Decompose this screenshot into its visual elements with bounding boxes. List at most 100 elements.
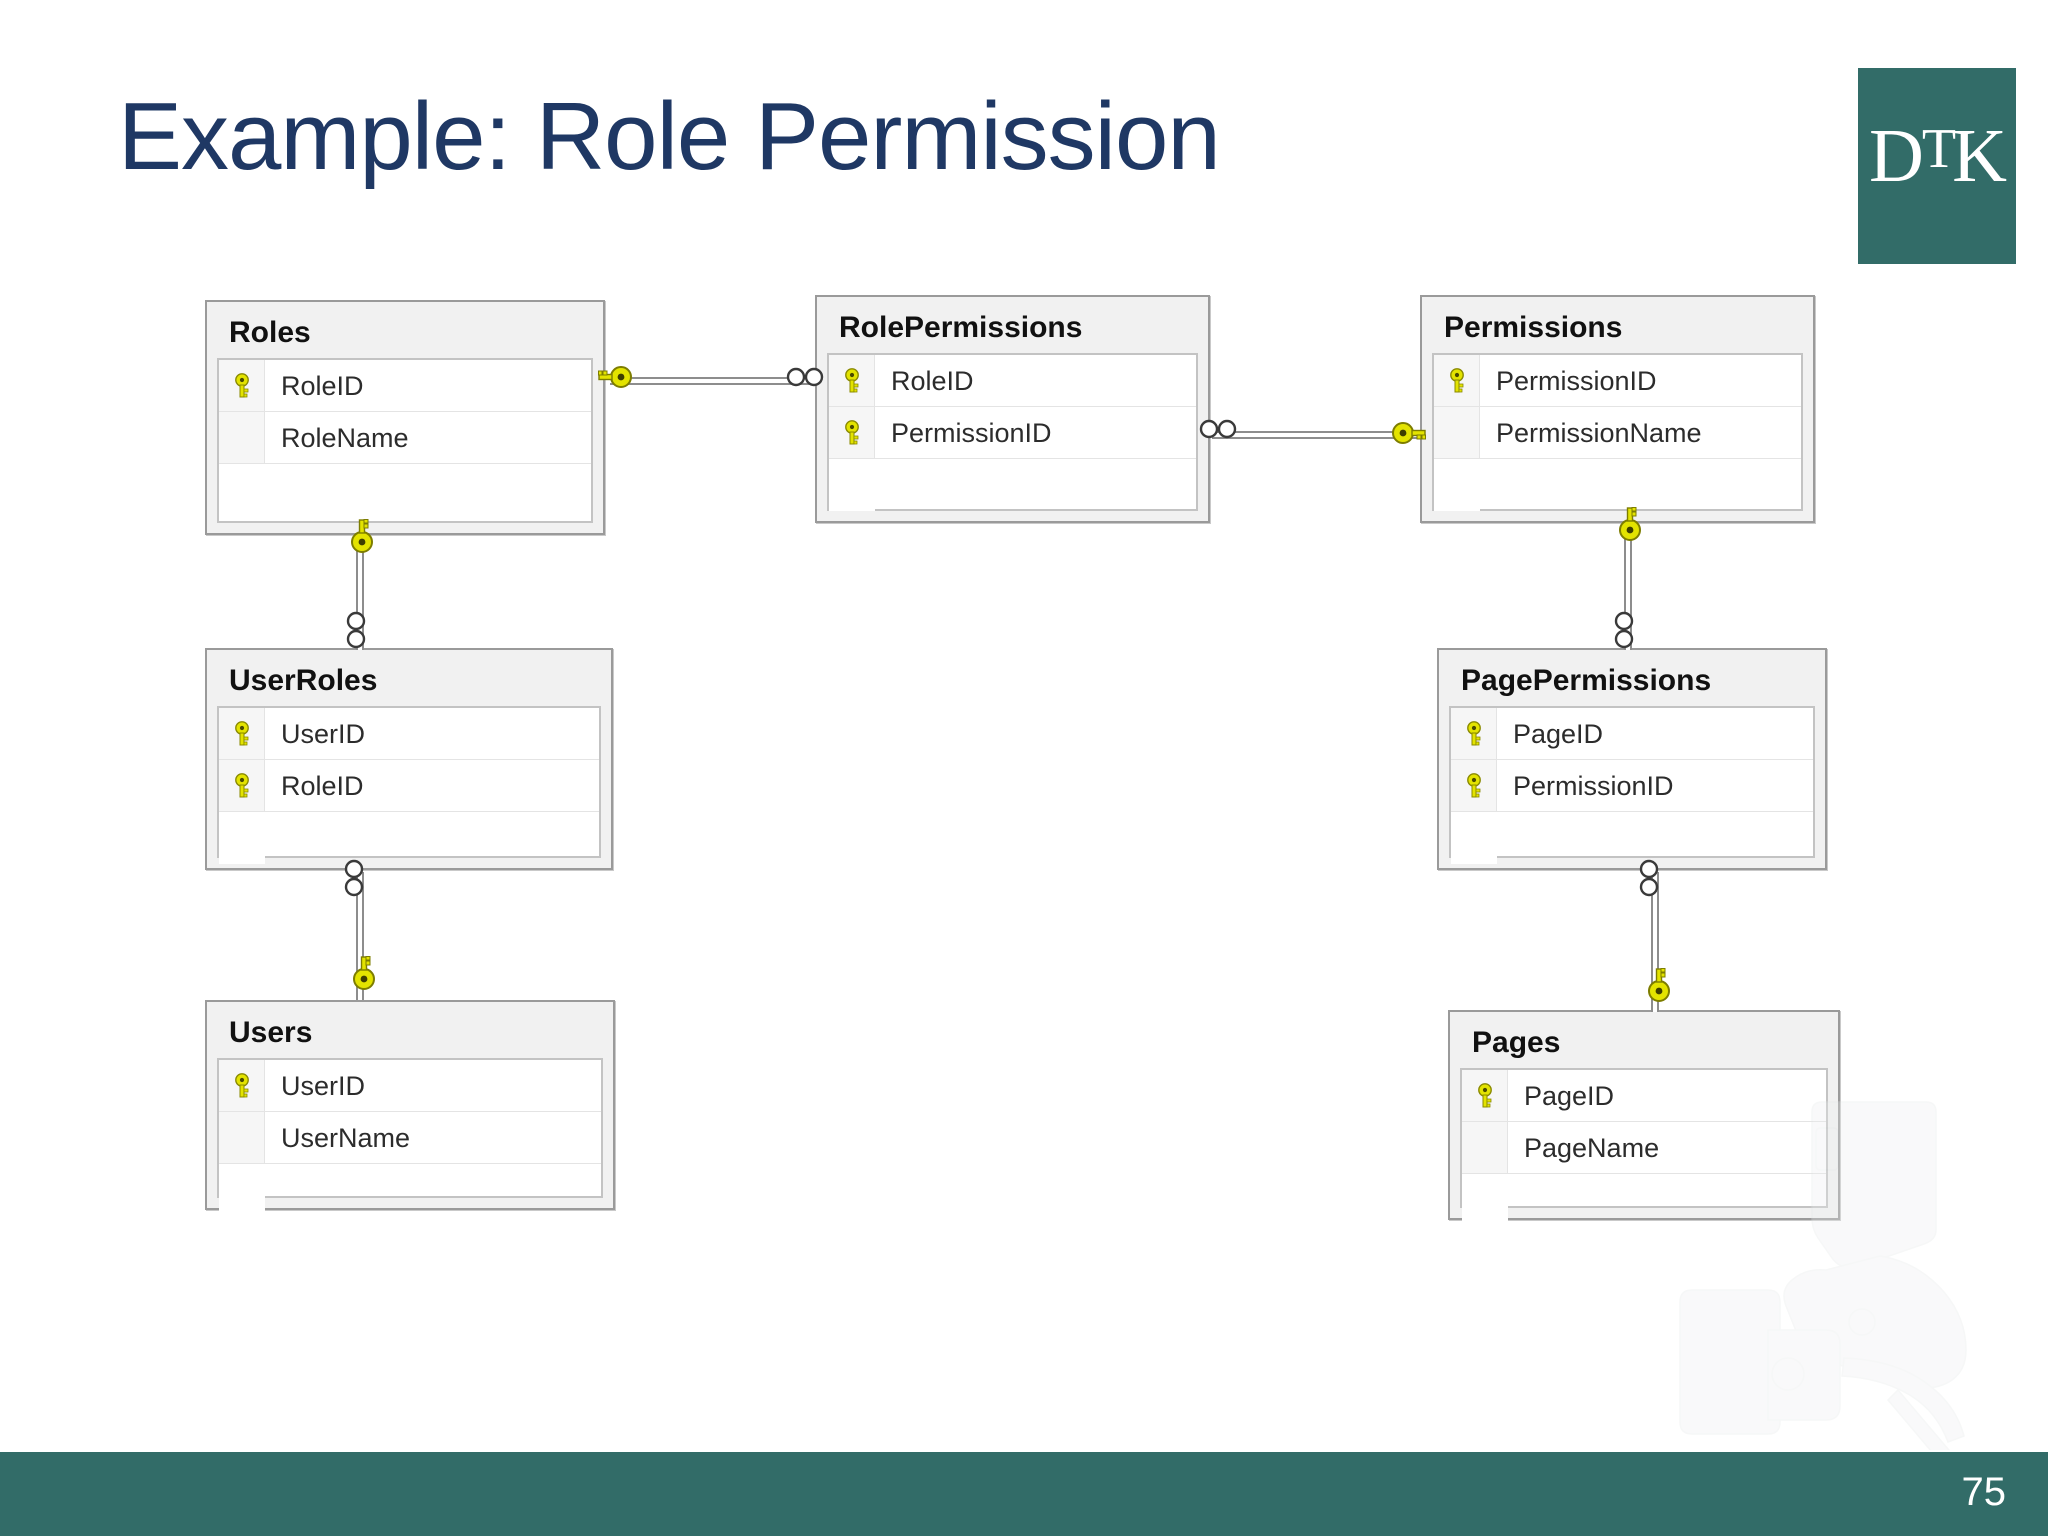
primary-key-endpoint-icon [596, 364, 634, 390]
er-column-row-empty[interactable] [1451, 812, 1813, 864]
er-column-name: PermissionID [891, 417, 1052, 448]
er-column-row[interactable]: PageID [1451, 708, 1813, 760]
er-table-title: UserRoles [229, 664, 378, 697]
er-table-title: PagePermissions [1461, 664, 1712, 697]
primary-key-icon [219, 1060, 265, 1111]
many-endpoint-icon [343, 858, 365, 898]
er-column-name: PageID [1513, 718, 1604, 749]
page-number: 75 [1961, 1470, 2007, 1514]
primary-key-endpoint-icon [343, 519, 381, 553]
er-column-name: RoleID [891, 365, 974, 396]
er-column-name: UserID [281, 1070, 366, 1101]
relationship-line [610, 377, 815, 385]
er-table-title: Users [229, 1016, 313, 1049]
dtk-logo-letter-k: K [1952, 114, 2007, 198]
er-column-row[interactable]: PermissionName [1434, 407, 1801, 459]
dtk-logo-letter-d: D [1869, 114, 1924, 198]
er-table-columns: RoleID PermissionID [827, 353, 1198, 511]
er-column-row[interactable]: PermissionID [829, 407, 1196, 459]
primary-key-endpoint-icon [1390, 420, 1428, 446]
er-column-name: PermissionName [1496, 417, 1702, 448]
primary-key-endpoint-icon [1640, 968, 1678, 1002]
er-column-row[interactable]: PermissionID [1451, 760, 1813, 812]
primary-key-icon [1462, 1070, 1508, 1121]
er-column-name: PermissionID [1513, 770, 1674, 801]
dtk-logo: DTK [1858, 68, 2016, 264]
column-gutter [1451, 812, 1497, 864]
er-table-columns: PermissionID PermissionName [1432, 353, 1803, 511]
column-gutter [1434, 407, 1480, 458]
er-column-row[interactable]: RoleID [219, 760, 599, 812]
er-column-row[interactable]: UserName [219, 1112, 601, 1164]
primary-key-icon [829, 407, 875, 458]
many-endpoint-icon [1198, 418, 1238, 440]
er-column-name: RoleName [281, 422, 409, 453]
er-column-row[interactable]: RoleID [219, 360, 591, 412]
er-column-name: UserName [281, 1122, 411, 1153]
relationship-line [356, 537, 364, 650]
column-gutter [219, 412, 265, 463]
primary-key-icon [1434, 355, 1480, 406]
many-endpoint-icon [1613, 610, 1635, 650]
primary-key-endpoint-icon [1611, 507, 1649, 541]
column-gutter [219, 464, 265, 516]
er-column-name: PermissionID [1496, 365, 1657, 396]
dtk-logo-letter-t: T [1921, 118, 1956, 180]
primary-key-icon [1451, 760, 1497, 811]
primary-key-icon [829, 355, 875, 406]
er-table-title: Pages [1472, 1026, 1561, 1059]
primary-key-icon [219, 708, 265, 759]
er-column-row[interactable]: RoleID [829, 355, 1196, 407]
dtk-logo-letters: DTK [1858, 118, 2016, 201]
er-table-columns: PageID PermissionID [1449, 706, 1815, 864]
relationship-line [1651, 872, 1659, 1012]
column-gutter [219, 812, 265, 864]
er-table-columns: PageID PageName [1460, 1068, 1828, 1226]
column-gutter [1462, 1122, 1508, 1173]
column-gutter [1434, 459, 1480, 511]
er-column-name: UserID [281, 718, 366, 749]
footer-bar: 75 [0, 1452, 2048, 1536]
many-endpoint-icon [345, 610, 367, 650]
er-column-row-empty[interactable] [219, 812, 599, 864]
relationship-line [1212, 431, 1420, 439]
primary-key-icon [219, 360, 265, 411]
relationship-line [356, 872, 364, 1000]
er-column-name: PageName [1524, 1132, 1660, 1163]
page-title: Example: Role Permission [118, 83, 1221, 190]
many-endpoint-icon [1638, 858, 1660, 898]
er-column-row[interactable]: UserID [219, 1060, 601, 1112]
er-column-row[interactable]: UserID [219, 708, 599, 760]
column-gutter [219, 1164, 265, 1216]
er-column-name: RoleID [281, 370, 364, 401]
er-table-title: Roles [229, 316, 311, 349]
primary-key-endpoint-icon [345, 956, 383, 990]
er-table-columns: UserID UserName [217, 1058, 603, 1216]
primary-key-icon [1451, 708, 1497, 759]
er-table-title: RolePermissions [839, 311, 1083, 344]
many-endpoint-icon [785, 366, 825, 388]
er-column-row-empty[interactable] [1462, 1174, 1826, 1226]
er-column-row-empty[interactable] [829, 459, 1196, 511]
er-table-title: Permissions [1444, 311, 1623, 344]
er-column-row[interactable]: RoleName [219, 412, 591, 464]
er-table-columns: RoleID RoleName [217, 358, 593, 523]
er-column-row[interactable]: PageID [1462, 1070, 1826, 1122]
er-column-row-empty[interactable] [219, 1164, 601, 1216]
er-column-name: RoleID [281, 770, 364, 801]
primary-key-icon [219, 760, 265, 811]
er-column-row[interactable]: PageName [1462, 1122, 1826, 1174]
er-column-row-empty[interactable] [219, 464, 591, 516]
er-column-name: PageID [1524, 1080, 1615, 1111]
er-column-row[interactable]: PermissionID [1434, 355, 1801, 407]
er-column-row-empty[interactable] [1434, 459, 1801, 511]
